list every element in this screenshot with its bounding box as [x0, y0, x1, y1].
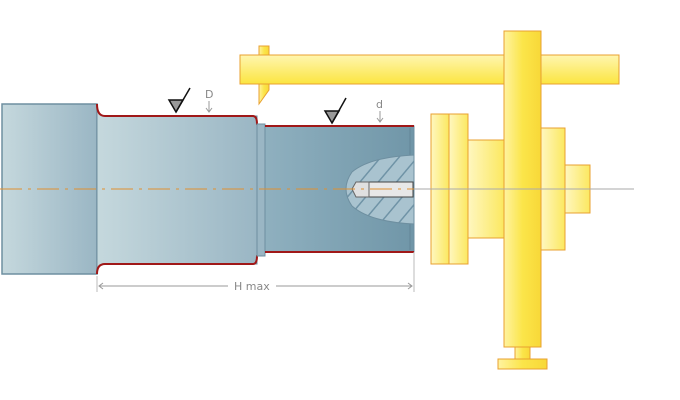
- surface-finish-symbol-d: [323, 97, 347, 125]
- base-plate: [497, 358, 548, 370]
- dimension-h-max: H max: [96, 252, 415, 293]
- label-D: D: [205, 88, 213, 101]
- tool-holder-bar: [239, 54, 620, 85]
- groove: [256, 123, 266, 257]
- label-h-max: H max: [234, 280, 270, 293]
- surface-finish-symbol-D: [167, 87, 191, 114]
- label-d: d: [376, 98, 383, 111]
